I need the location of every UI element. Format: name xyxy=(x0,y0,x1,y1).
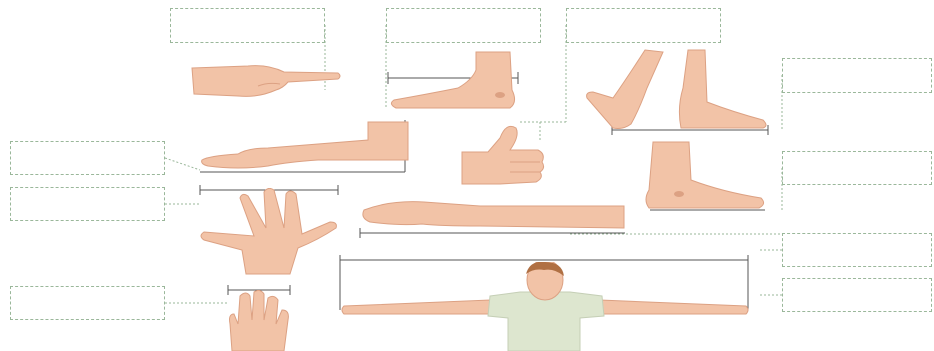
outstretched-arm-picture xyxy=(360,196,628,232)
foot-side-view-picture xyxy=(388,50,523,112)
open-spread-hand-picture xyxy=(198,188,340,276)
standing-foot-picture xyxy=(643,140,768,210)
walking-feet-picture xyxy=(583,48,773,133)
palm-fingers-together-picture xyxy=(226,290,292,351)
forearm-and-hand-picture xyxy=(198,120,410,172)
thumbs-up-hand-picture xyxy=(460,122,546,186)
pointing-finger-picture xyxy=(188,60,348,105)
boy-arms-outstretched-picture xyxy=(340,262,750,351)
